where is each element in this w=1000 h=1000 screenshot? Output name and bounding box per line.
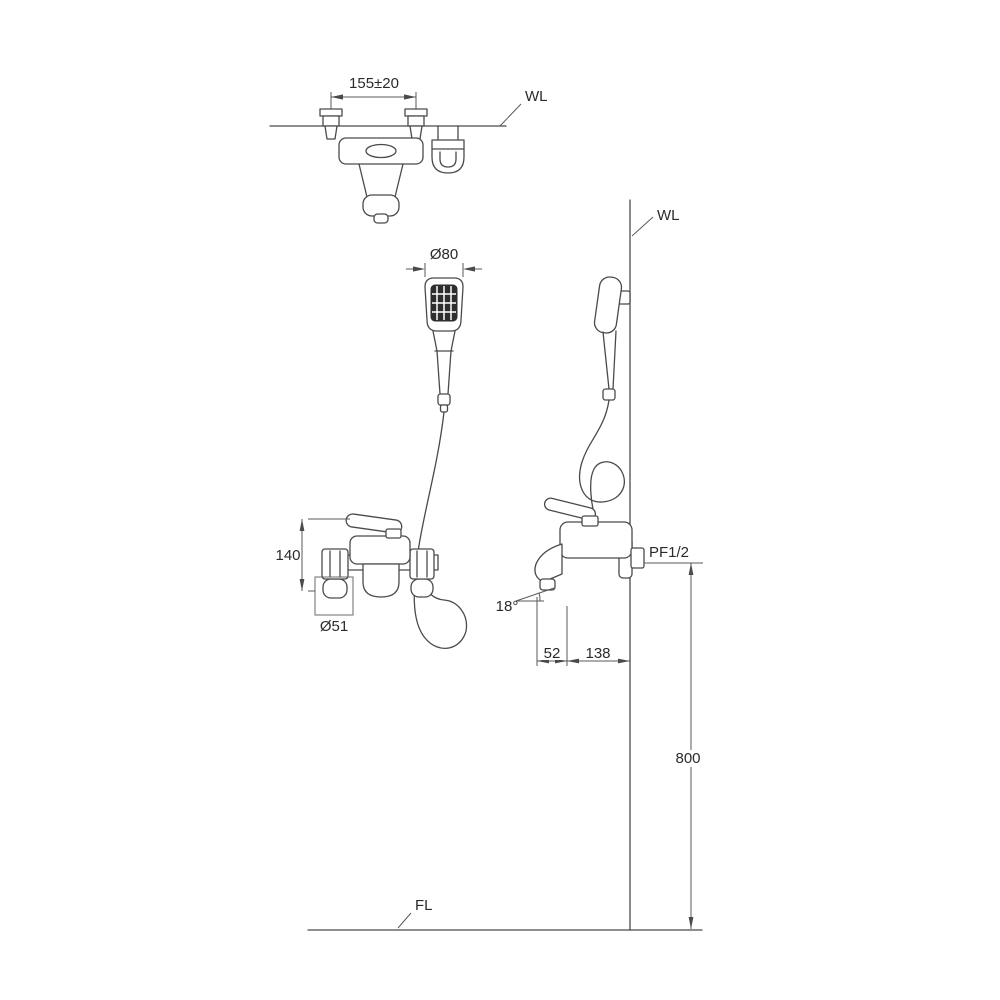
mixer-body-side	[559, 521, 633, 559]
dimension-52-label: 52	[544, 645, 561, 662]
lever-handle-front	[345, 513, 403, 534]
mixer-body-front	[349, 535, 411, 565]
dimension-140-label: 140	[275, 547, 300, 564]
hand-shower-hose-side	[578, 399, 626, 522]
hand-shower-front: Ø80	[406, 246, 482, 649]
hose-connector	[437, 393, 451, 406]
floor-line-label: FL	[415, 897, 433, 914]
spout-angle-label: 18°	[496, 598, 519, 615]
spout-front	[362, 563, 400, 598]
floor-line-group: FL	[307, 897, 703, 931]
spout-tip-top	[362, 194, 400, 217]
dimension-dia80: Ø80	[406, 246, 482, 277]
right-union-elbow	[410, 578, 434, 598]
wall-line-side-label-group: WL	[631, 207, 680, 237]
left-mount-nut	[319, 108, 343, 117]
faucet-top-view	[319, 108, 428, 224]
dimension-138-label: 138	[585, 645, 610, 662]
hand-shower-side	[578, 276, 631, 522]
dimension-800: 800	[670, 563, 706, 929]
wall-line-top: WL	[269, 88, 548, 127]
mixer-body-top	[338, 137, 424, 165]
right-mount-nut	[404, 108, 428, 117]
dia51-label: Ø51	[320, 618, 348, 635]
lever-handle-side	[543, 497, 597, 521]
dimension-52-138: 52 138	[536, 597, 630, 666]
side-view: WL 18°	[307, 199, 706, 931]
dimension-800-label: 800	[675, 750, 700, 767]
spout-angle: 18°	[496, 587, 555, 615]
pf-connection: PF1/2	[644, 544, 703, 564]
spout-side	[534, 543, 563, 583]
faucet-front-view: Ø51 140	[275, 513, 439, 635]
dimension-155: 155±20	[330, 75, 417, 137]
right-union-nut	[409, 548, 435, 580]
wall-line-side-label: WL	[657, 207, 680, 224]
hand-shower-head-side	[593, 276, 623, 334]
shower-holder-top-view	[431, 125, 465, 174]
left-union-nut	[321, 548, 349, 580]
top-view: 155±20 WL	[269, 75, 548, 224]
wall-line-top-label: WL	[525, 88, 548, 105]
dimension-140: 140	[275, 518, 350, 592]
pf-connection-label: PF1/2	[649, 544, 689, 561]
dia80-label: Ø80	[430, 246, 458, 263]
hand-shower-hose-front	[413, 411, 468, 649]
left-union-elbow	[322, 578, 348, 599]
wall-nipple	[630, 547, 645, 569]
hand-shower-head-front	[424, 277, 464, 413]
flange-callout: Ø51	[314, 576, 354, 635]
dimension-155-label: 155±20	[349, 75, 399, 92]
faucet-side-view	[534, 497, 645, 591]
